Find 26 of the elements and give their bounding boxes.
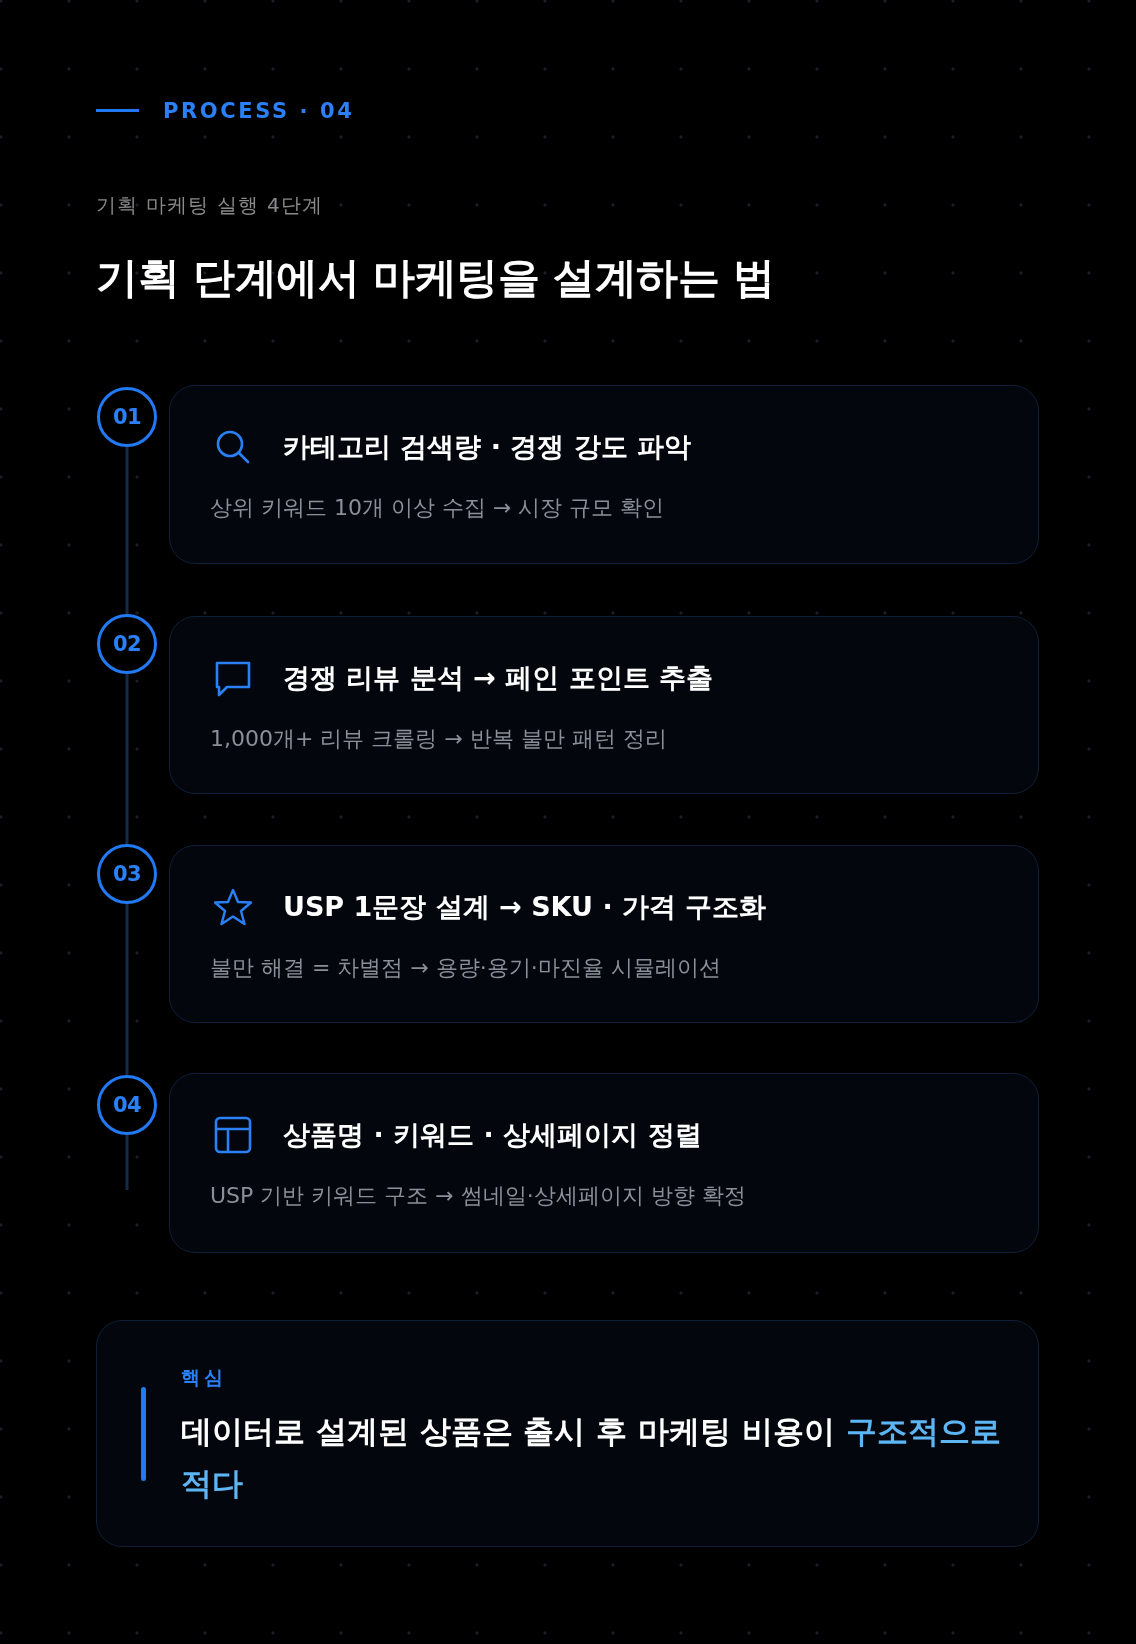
timeline-line [125, 674, 129, 844]
step-number: 02 [97, 614, 157, 674]
step-title: 카테고리 검색량 · 경쟁 강도 파악 [283, 430, 692, 464]
step-card [169, 385, 1039, 564]
step-number: 04 [97, 1075, 157, 1135]
key-point-card [96, 1320, 1039, 1547]
section-label: PROCESS · 04 [163, 98, 355, 125]
timeline-line [125, 447, 129, 614]
step-title: USP 1문장 설계 → SKU · 가격 구조화 [283, 890, 767, 924]
key-label: 핵심 [181, 1365, 227, 1390]
step-card [169, 845, 1039, 1023]
step-description: USP 기반 키워드 구조 → 썸네일·상세페이지 방향 확정 [210, 1182, 746, 1210]
step-description: 상위 키워드 10개 이상 수집 → 시장 규모 확인 [210, 494, 665, 522]
timeline-line [125, 1135, 129, 1190]
step-card [169, 1073, 1039, 1253]
page-title: 기획 단계에서 마케팅을 설계하는 법 [96, 252, 775, 304]
key-message: 데이터로 설계된 상품은 출시 후 마케팅 비용이 구조적으로 적다 [181, 1412, 1002, 1503]
step-title: 경쟁 리뷰 분석 → 페인 포인트 추출 [283, 661, 714, 695]
step-number: 01 [97, 387, 157, 447]
step-number: 03 [97, 844, 157, 904]
subtitle: 기획 마케팅 실행 4단계 [96, 192, 324, 219]
step-description: 불만 해결 = 차별점 → 용량·용기·마진율 시뮬레이션 [210, 954, 721, 982]
step-title: 상품명 · 키워드 · 상세페이지 정렬 [283, 1118, 702, 1152]
step-card [169, 616, 1039, 794]
timeline-line [125, 904, 129, 1075]
step-description: 1,000개+ 리뷰 크롤링 → 반복 불만 패턴 정리 [210, 725, 667, 753]
